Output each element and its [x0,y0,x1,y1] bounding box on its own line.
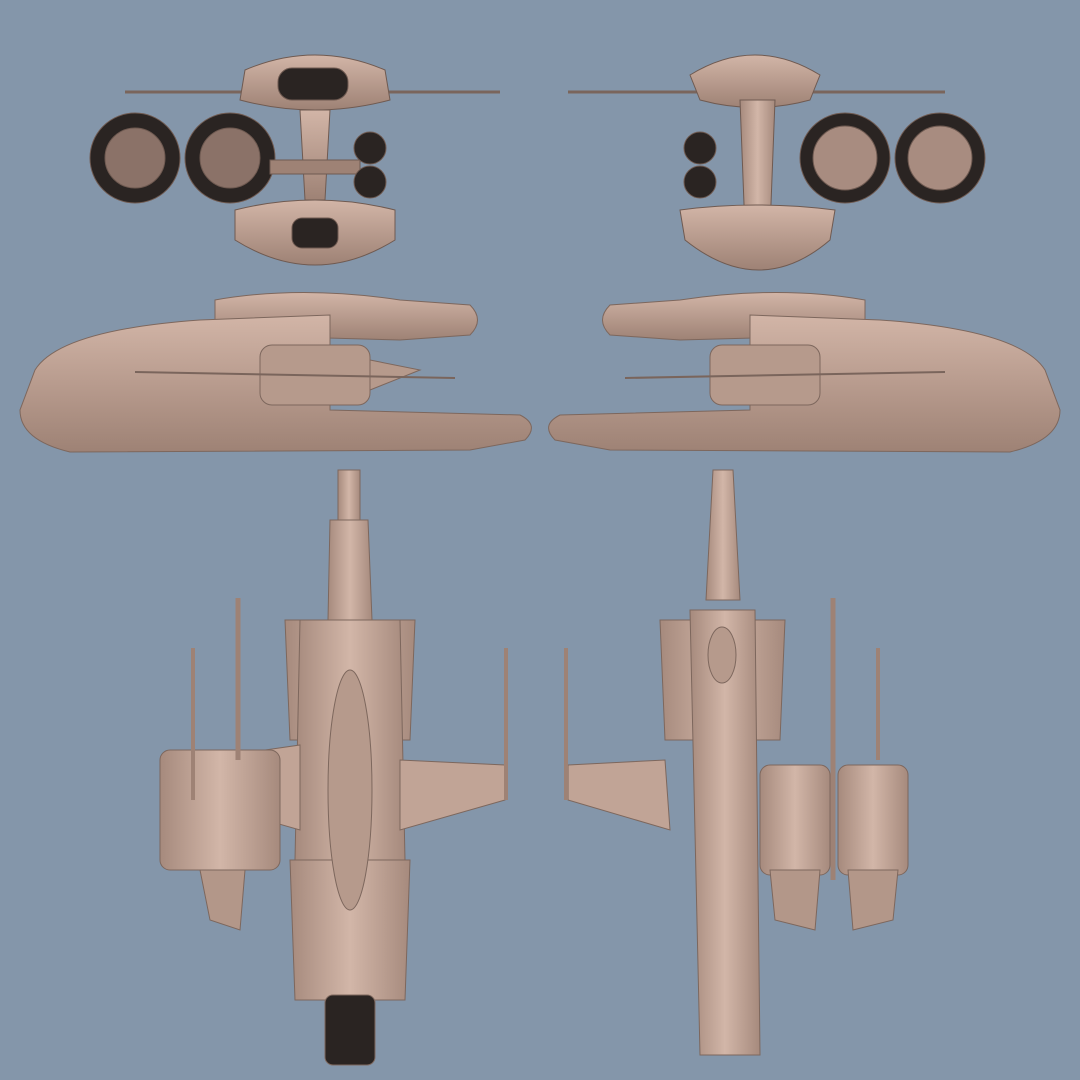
side-view-right [548,292,1061,453]
front-view [89,54,500,266]
rear-view [568,54,986,271]
bottom-view [564,469,909,1056]
side-view-left [19,292,532,453]
top-view [159,469,508,1066]
